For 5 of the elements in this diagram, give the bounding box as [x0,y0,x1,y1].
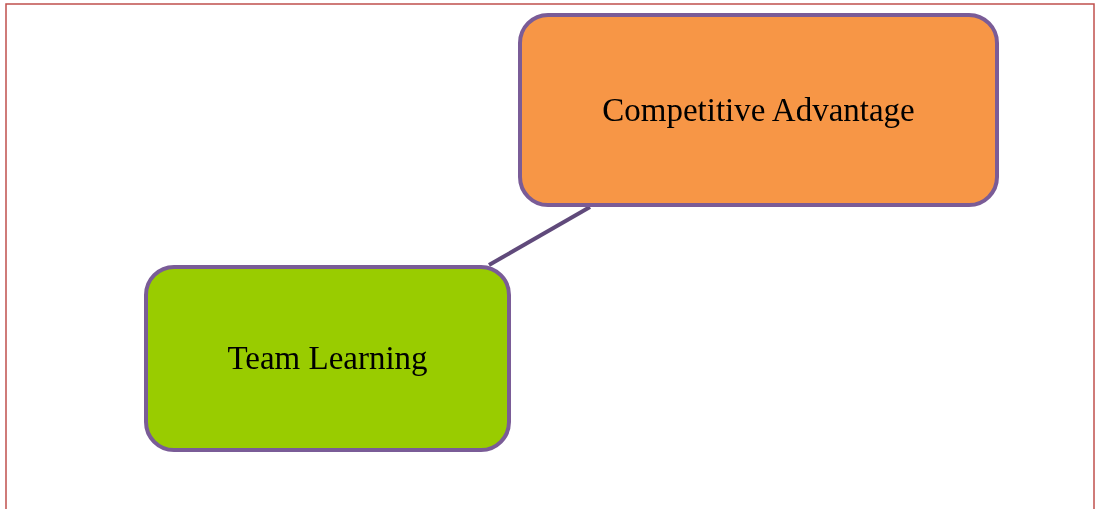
rounded-box [144,265,511,452]
rounded-box [518,13,999,207]
node-label: Team Learning [227,340,428,377]
connector-line [488,205,591,267]
node-label: Competitive Advantage [602,91,915,129]
